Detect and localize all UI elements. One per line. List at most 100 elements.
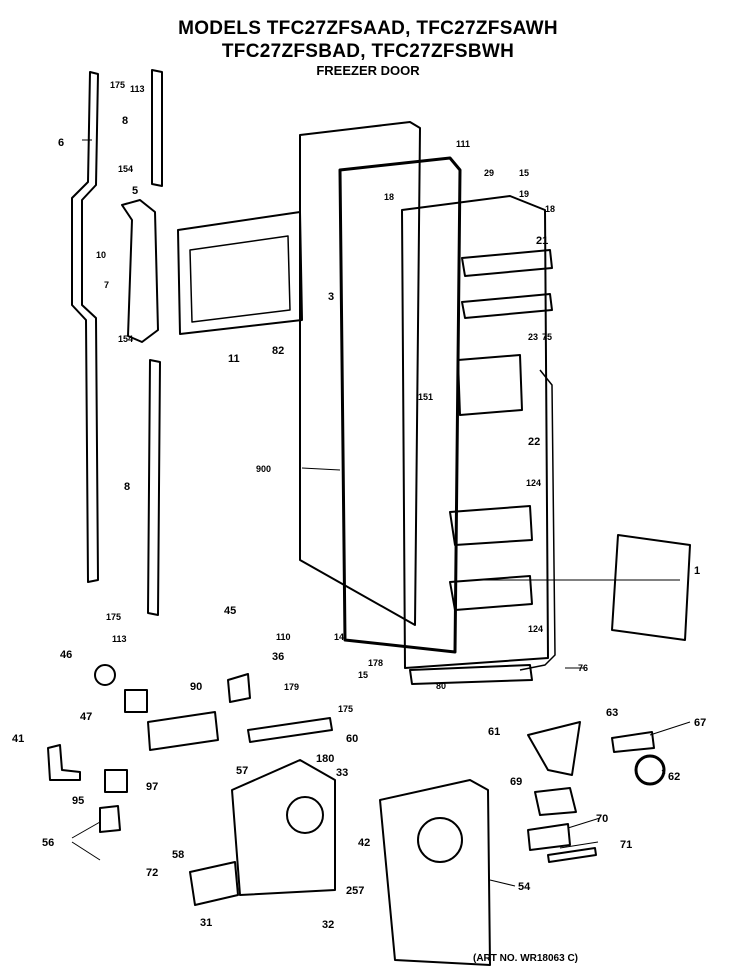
callout-69: 69 [510, 776, 522, 788]
callout-22: 22 [528, 436, 540, 448]
part-23-shelf [461, 293, 553, 319]
callout-61: 61 [488, 726, 500, 738]
part-22-display-panel [457, 354, 523, 416]
part-62-ring [634, 754, 666, 786]
callout-41: 41 [12, 733, 24, 745]
callout-23: 23 [528, 332, 538, 342]
callout-75: 75 [542, 332, 552, 342]
callout-175-lower: 175 [106, 612, 121, 622]
part-8-lower-trim [147, 359, 161, 616]
part-60-bar [247, 717, 333, 743]
callout-63: 63 [606, 707, 618, 719]
part-70-bracket [527, 823, 571, 851]
model-title-line-1: MODELS TFC27ZFSAAD, TFC27ZFSAWH [178, 18, 558, 39]
callout-18-right: 18 [545, 204, 555, 214]
callout-151: 151 [418, 392, 433, 402]
callout-62: 62 [668, 771, 680, 783]
callout-36: 36 [272, 651, 284, 663]
callout-6: 6 [58, 137, 64, 149]
part-21-shelf [461, 249, 553, 277]
callout-175-top: 175 [110, 80, 125, 90]
section-subtitle: FREEZER DOOR [316, 63, 420, 78]
callout-180: 180 [316, 753, 334, 765]
callout-15-bottom: 15 [358, 670, 368, 680]
part-8-upper-trim [151, 69, 163, 187]
part-76-wire [519, 369, 556, 671]
part-6-handle-trim [71, 71, 99, 583]
part-41-lever [47, 744, 81, 781]
callout-47: 47 [80, 711, 92, 723]
callout-14: 14 [334, 632, 344, 642]
callout-154-upper: 154 [118, 164, 133, 174]
part-31-drip-tray [189, 861, 239, 906]
model-title-line-2: TFC27ZFSBAD, TFC27ZFSBWH [221, 41, 515, 62]
callout-5: 5 [132, 185, 138, 197]
part-124-lower-bin [449, 575, 533, 611]
callout-33: 33 [336, 767, 348, 779]
callout-113-top: 113 [130, 84, 145, 94]
part-14-gasket [338, 156, 462, 654]
callout-900: 900 [256, 464, 271, 474]
callout-110: 110 [276, 632, 291, 642]
part-71-bar [547, 847, 597, 863]
part-90-switch-housing [147, 711, 219, 751]
part-11-dispenser-frame [177, 211, 303, 335]
callout-257: 257 [346, 885, 364, 897]
part-1-instruction-card [611, 534, 691, 641]
part-80-bottom-rail [409, 664, 533, 685]
part-46-knob [94, 664, 116, 686]
callout-90: 90 [190, 681, 202, 693]
part-67-bracket [611, 731, 655, 753]
callout-178: 178 [368, 658, 383, 668]
callout-175-mid: 175 [338, 704, 353, 714]
callout-154-lower: 154 [118, 334, 133, 344]
callout-97: 97 [146, 781, 158, 793]
part-5-handle [121, 199, 159, 343]
callout-11: 11 [228, 353, 240, 365]
callout-1: 1 [694, 565, 700, 577]
callout-29: 29 [484, 168, 494, 178]
callout-32: 32 [322, 919, 334, 931]
callout-18-left: 18 [384, 192, 394, 202]
callout-42: 42 [358, 837, 370, 849]
part-32-motor-housing [231, 759, 336, 896]
callout-80: 80 [436, 681, 446, 691]
part-47-switch [124, 689, 148, 713]
callout-179: 179 [284, 682, 299, 692]
callout-60: 60 [346, 733, 358, 745]
callout-15-top: 15 [519, 168, 529, 178]
callout-124-upper: 124 [526, 478, 541, 488]
callout-56: 56 [42, 837, 54, 849]
callout-82: 82 [272, 345, 284, 357]
callout-7: 7 [104, 280, 109, 290]
part-36-actuator [227, 673, 251, 703]
part-54-chute-housing [379, 779, 491, 966]
part-69-bracket [534, 787, 577, 816]
callout-31: 31 [200, 917, 212, 929]
callout-8-upper: 8 [122, 115, 128, 127]
part-inner-liner [401, 195, 549, 669]
callout-10: 10 [96, 250, 106, 260]
callout-67: 67 [694, 717, 706, 729]
callout-71: 71 [620, 839, 632, 851]
callout-3: 3 [328, 291, 334, 303]
part-61-funnel [527, 721, 581, 776]
callout-95: 95 [72, 795, 84, 807]
callout-58: 58 [172, 849, 184, 861]
part-900-outer-door [299, 121, 421, 626]
callout-72: 72 [146, 867, 158, 879]
callout-46: 46 [60, 649, 72, 661]
callout-57: 57 [236, 765, 248, 777]
callout-8-lower: 8 [124, 481, 130, 493]
callout-113-lower: 113 [112, 634, 127, 644]
callout-54: 54 [518, 881, 531, 893]
callout-70: 70 [596, 813, 608, 825]
part-124-upper-bin [449, 505, 533, 546]
callout-124-lower: 124 [528, 624, 543, 634]
callout-76: 76 [578, 663, 588, 673]
part-54-chute-opening [417, 817, 463, 863]
callout-21: 21 [536, 235, 548, 247]
callout-19: 19 [519, 189, 529, 199]
part-56-sensor [99, 805, 121, 833]
